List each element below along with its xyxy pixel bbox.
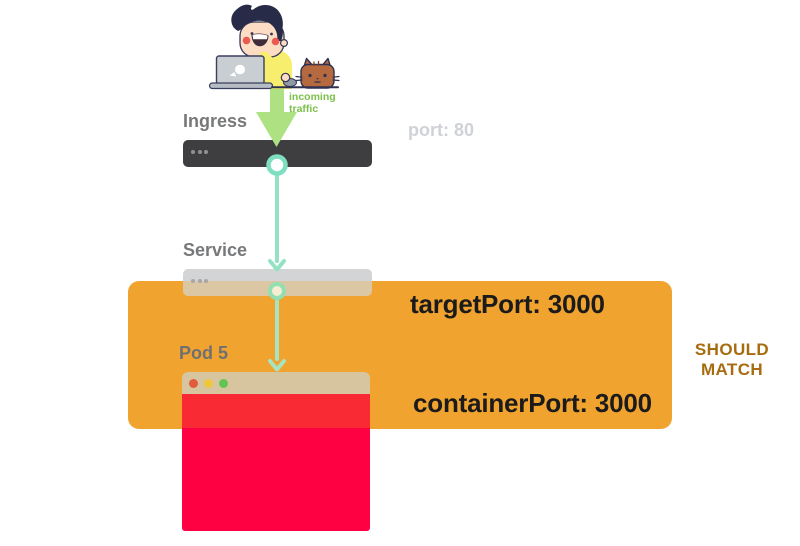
mouse-icon xyxy=(283,78,297,87)
window-dots-icon xyxy=(191,149,208,154)
service-label: Service xyxy=(183,240,248,260)
cat-icon xyxy=(295,57,340,89)
target-port-label: targetPort: 3000 xyxy=(410,289,605,319)
laptop-icon xyxy=(215,55,265,85)
person-at-laptop-illustration xyxy=(208,4,340,90)
laptop-logo-icon xyxy=(229,64,245,77)
person-icon xyxy=(231,4,292,89)
laptop-base-icon xyxy=(208,82,274,90)
incoming-traffic-line1: incoming xyxy=(289,91,336,103)
pod-window-titlebar xyxy=(182,372,370,394)
pod-label: Pod 5 xyxy=(179,343,229,363)
hand-icon xyxy=(280,72,291,83)
should-match-line2: MATCH xyxy=(700,360,764,379)
container-port-label: containerPort: 3000 xyxy=(413,388,652,418)
incoming-traffic-label: incoming traffic xyxy=(289,91,336,115)
service-window xyxy=(183,269,372,296)
window-dots-icon xyxy=(191,278,208,283)
green-light-icon xyxy=(219,378,228,388)
pod-window-body xyxy=(182,394,370,531)
incoming-traffic-line2: traffic xyxy=(289,103,319,115)
pod-window xyxy=(182,372,370,531)
ingress-label: Ingress xyxy=(183,111,248,131)
should-match-label: SHOULD MATCH xyxy=(688,340,776,380)
should-match-line1: SHOULD xyxy=(694,340,770,359)
ingress-window xyxy=(183,140,372,167)
cat-whiskers-icon xyxy=(295,75,340,82)
port-80-label: port: 80 xyxy=(408,120,475,140)
red-light-icon xyxy=(189,378,198,388)
traffic-lights-icon xyxy=(189,378,228,388)
yellow-light-icon xyxy=(204,378,213,388)
